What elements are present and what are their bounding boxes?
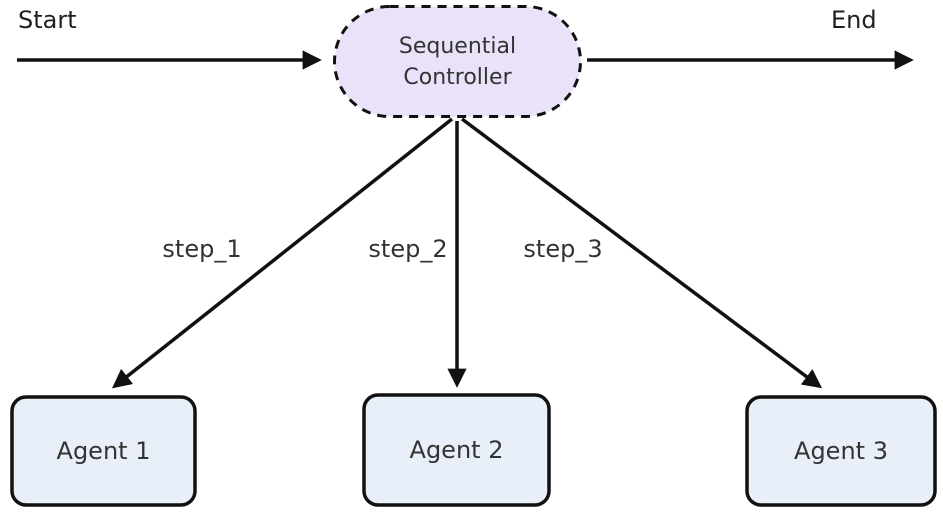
agent-1-label: Agent 1	[56, 437, 151, 465]
edge-label-step-2: step_2	[366, 235, 450, 263]
agent-3-node	[745, 395, 937, 507]
sequential-controller-label: Sequential Controller	[333, 5, 582, 118]
agent-2-label: Agent 2	[409, 436, 504, 464]
edge-step-1	[111, 117, 454, 389]
edge-label-step-1: step_1	[160, 235, 244, 263]
controller-label-line2: Controller	[403, 64, 512, 90]
agent-2-node	[362, 393, 551, 507]
edge-label-step-3: step_3	[521, 235, 605, 263]
controller-label-line1: Sequential	[398, 33, 517, 59]
agent-1-node	[10, 395, 197, 507]
agent-3-label: Agent 3	[794, 437, 888, 465]
start-label: Start	[18, 6, 77, 34]
end-label: End	[831, 6, 877, 34]
sequential-controller-node	[333, 5, 582, 118]
edge-step-3	[460, 117, 823, 389]
